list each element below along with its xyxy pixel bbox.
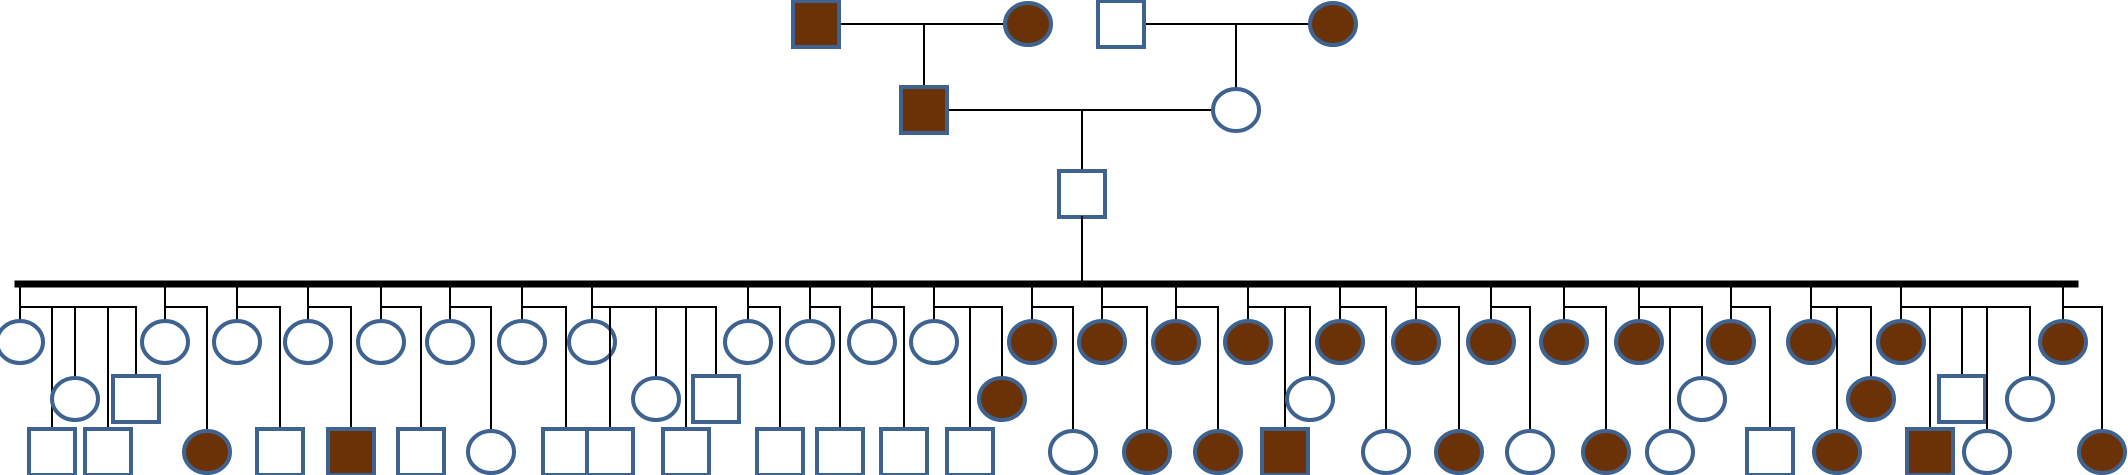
offspring-12-circle xyxy=(356,319,406,365)
offspring-7-circle xyxy=(182,429,232,475)
offspring-30-square xyxy=(945,427,995,475)
offspring-47-circle xyxy=(1539,319,1589,365)
offspring-20-circle xyxy=(631,376,681,422)
offspring-38-circle xyxy=(1223,319,1273,365)
offspring-53-square xyxy=(1745,427,1795,475)
offspring-1-circle xyxy=(0,319,45,365)
offspring-52-circle xyxy=(1706,319,1756,365)
offspring-29-circle xyxy=(909,319,959,365)
offspring-42-circle xyxy=(1361,429,1411,475)
offspring-48-circle xyxy=(1581,429,1631,475)
offspring-33-circle xyxy=(1048,429,1098,475)
offspring-35-circle xyxy=(1122,429,1172,475)
offspring-17-square xyxy=(541,427,591,475)
offspring-14-circle xyxy=(425,319,475,365)
offspring-8-circle xyxy=(212,319,262,365)
offspring-6-circle xyxy=(140,319,190,365)
offspring-49-circle xyxy=(1614,319,1664,365)
offspring-43-circle xyxy=(1391,319,1441,365)
offspring-21-square xyxy=(661,427,711,475)
offspring-13-square xyxy=(396,427,446,475)
offspring-37-circle xyxy=(1193,429,1243,475)
offspring-19-square xyxy=(585,427,635,475)
offspring-45-circle xyxy=(1466,319,1516,365)
offspring-40-circle xyxy=(1285,376,1335,422)
offspring-59-square xyxy=(1937,374,1987,424)
offspring-46-circle xyxy=(1505,429,1555,475)
offspring-34-circle xyxy=(1077,319,1127,365)
offspring-27-circle xyxy=(847,319,897,365)
proband-square xyxy=(1057,169,1107,219)
offspring-23-circle xyxy=(723,319,773,365)
offspring-54-circle xyxy=(1786,319,1836,365)
offspring-9-square xyxy=(255,427,305,475)
offspring-51-circle xyxy=(1677,376,1727,422)
offspring-26-square xyxy=(815,427,865,475)
offspring-56-circle xyxy=(1846,376,1896,422)
offspring-22-square xyxy=(691,374,741,424)
offspring-58-square xyxy=(1905,427,1955,475)
offspring-36-circle xyxy=(1151,319,1201,365)
offspring-32-circle xyxy=(1007,319,1057,365)
offspring-10-circle xyxy=(283,319,333,365)
offspring-11-square xyxy=(326,427,376,475)
offspring-4-square xyxy=(83,427,133,475)
offspring-31-circle xyxy=(977,376,1027,422)
offspring-41-circle xyxy=(1315,319,1365,365)
offspring-5-square xyxy=(111,374,161,424)
offspring-2-square xyxy=(27,427,77,475)
offspring-60-circle xyxy=(1962,429,2012,475)
offspring-28-square xyxy=(879,427,929,475)
offspring-62-circle xyxy=(2038,319,2088,365)
offspring-25-circle xyxy=(785,319,835,365)
grandparent-1-square xyxy=(791,0,841,49)
offspring-57-circle xyxy=(1876,319,1926,365)
offspring-63-circle xyxy=(2077,429,2127,475)
grandparent-4-circle xyxy=(1308,1,1358,47)
offspring-3-circle xyxy=(50,376,100,422)
father-square xyxy=(899,85,949,135)
offspring-61-circle xyxy=(2005,376,2055,422)
offspring-16-circle xyxy=(497,319,547,365)
offspring-18-circle xyxy=(567,319,617,365)
offspring-55-circle xyxy=(1812,429,1862,475)
offspring-44-circle xyxy=(1434,429,1484,475)
grandparent-3-square xyxy=(1096,0,1146,49)
grandparent-2-circle xyxy=(1003,1,1053,47)
offspring-39-square xyxy=(1260,427,1310,475)
offspring-15-circle xyxy=(466,429,516,475)
offspring-50-circle xyxy=(1645,429,1695,475)
mother-circle xyxy=(1211,87,1261,133)
offspring-24-square xyxy=(755,427,805,475)
